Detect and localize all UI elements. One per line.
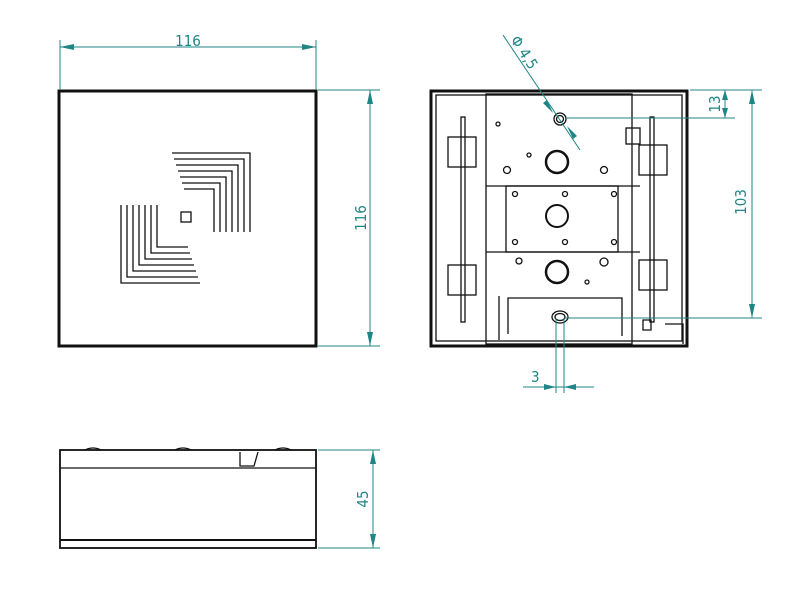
dim-hole-spacing: 103 (732, 189, 750, 215)
dim-hole-offset: 13 (706, 95, 724, 112)
logo-line (156, 205, 188, 248)
logo-line (172, 152, 251, 232)
dim-depth: 45 (354, 490, 372, 507)
logo-line (174, 158, 245, 232)
logo-line (150, 205, 190, 254)
logo-line (138, 205, 194, 266)
logo-line (178, 170, 233, 232)
logo-line (120, 205, 200, 284)
logo-line (180, 176, 227, 232)
logo-center-square (180, 211, 192, 223)
logo-line (176, 164, 239, 232)
logo-line (126, 205, 198, 278)
back-view (429, 89, 689, 348)
dim-front-width: 116 (175, 32, 201, 50)
logo-line (184, 188, 215, 232)
front-view (57, 89, 318, 348)
dim-front-height: 116 (352, 205, 370, 231)
front-logo-pattern (120, 152, 251, 284)
front-outline (57, 89, 318, 348)
logo-line (182, 182, 221, 232)
dim-slot-width: 3 (531, 368, 540, 386)
dim-hole-diameter: Φ 4,5 (507, 32, 542, 72)
logo-line (144, 205, 192, 260)
logo-line (132, 205, 196, 272)
side-view (59, 447, 317, 549)
